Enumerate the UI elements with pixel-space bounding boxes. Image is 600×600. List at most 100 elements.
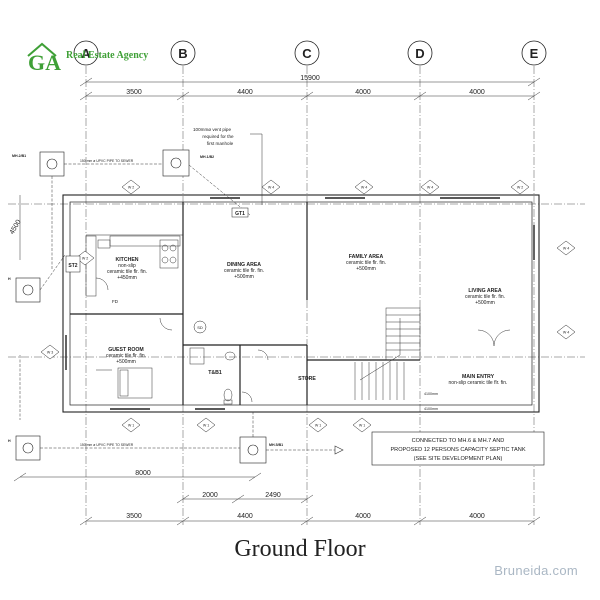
grid-bubble-a [73, 40, 99, 66]
window-tag: W 2 [128, 185, 134, 189]
top-dimension-lines [79, 77, 541, 101]
bottom-span-3: 4000 [355, 513, 371, 520]
kitchen-counters [85, 235, 181, 297]
family-finish: ceramic tile flr. fin. [346, 260, 386, 266]
family-level: +500mm [356, 266, 376, 272]
living-finish: ceramic tile flr. fin. [465, 294, 505, 300]
kitchen-name: KITCHEN [115, 257, 138, 263]
windows [65, 197, 535, 410]
left-overall-dim: 8000 [135, 470, 151, 477]
grid-label-a: A [81, 46, 91, 61]
dining-name: DINING AREA [227, 262, 261, 268]
kitchen-finish-2: ceramic tile flr. fin. [107, 269, 147, 275]
guest-name: GUEST ROOM [108, 347, 143, 353]
grid-bubble-b [170, 40, 196, 66]
grid-bubble-c [294, 40, 320, 66]
manhole-h-left [15, 277, 41, 303]
mh5-label: MH.5/B1 [269, 443, 283, 447]
window-tag: W 4 [563, 330, 569, 334]
interior-walls [70, 202, 420, 405]
guest-finish: ceramic tile flr. fin. [106, 353, 146, 359]
window-tag: W 4 [268, 185, 274, 189]
page-title: Ground Floor [234, 536, 366, 562]
septic-line-1: CONNECTED TO MH.6 & MH.7 AND [412, 438, 505, 444]
window-tag: W 2 [82, 256, 88, 260]
sd-label: SD [197, 325, 203, 330]
window-tag: W 2 [517, 185, 523, 189]
inner-span-2: 2490 [265, 492, 281, 499]
agency-logo: GA Real Estate Agency [27, 42, 148, 75]
logo-initials: GA [28, 50, 61, 75]
main-entry-finish: non-slip ceramic tile flr. fin. [449, 380, 508, 386]
vent-note: 100mmø vent pipe required for the first … [193, 127, 263, 205]
entry-offset-dim: 4100mm [424, 392, 438, 396]
top-span-3: 4000 [355, 89, 371, 96]
bottom-span-1: 3500 [126, 513, 142, 520]
window-tag: W 4 [427, 185, 433, 189]
living-name: LIVING AREA [468, 288, 501, 294]
grid-bubble-d [407, 40, 433, 66]
store-name: STORE [298, 376, 316, 382]
dining-level: +500mm [234, 274, 254, 280]
manhole-mh1 [162, 149, 190, 177]
window-tag: W 3 [47, 350, 53, 354]
vent-note-line-3: first manhole [207, 141, 234, 146]
bottom-span-2: 4400 [237, 513, 253, 520]
h-bottom-label: H [8, 439, 11, 443]
grid-bubble-e [521, 40, 547, 66]
mh2-label: MH.2/B1 [12, 154, 26, 158]
toilet-fixtures [189, 347, 236, 405]
manhole-mh5 [239, 436, 267, 464]
fd-label: FD [112, 299, 119, 304]
window-tag: W 1 [359, 423, 365, 427]
window-tag: W 4 [361, 185, 367, 189]
left-vertical-dim: 4500 [9, 219, 23, 236]
h-left-label: H [8, 277, 11, 281]
grid-label-b: B [178, 46, 187, 61]
mh1-label: MH.1/B2 [200, 155, 214, 159]
main-entry-name: MAIN ENTRY [462, 374, 495, 380]
bottom-span-4: 4000 [469, 513, 485, 520]
guest-level: +500mm [116, 359, 136, 365]
watermark: Bruneida.com [494, 563, 578, 578]
grid-label-d: D [415, 46, 424, 61]
family-name: FAMILY AREA [349, 254, 384, 260]
guest-bed [96, 367, 153, 399]
septic-note: CONNECTED TO MH.6 & MH.7 AND PROPOSED 12… [266, 431, 545, 466]
grid-label-c: C [302, 46, 312, 61]
top-span-4: 4000 [469, 89, 485, 96]
septic-line-2: PROPOSED 12 PERSONS CAPACITY SEPTIC TANK [390, 447, 525, 453]
manhole-h-bottom [15, 435, 41, 461]
toilet-name: T&B1 [208, 370, 222, 376]
gt-box [231, 207, 249, 218]
dining-finish: ceramic tile flr. fin. [224, 268, 264, 274]
house-roof-icon [27, 42, 57, 57]
grid-label-e: E [530, 46, 539, 61]
outer-walls [62, 194, 540, 413]
window-tag: W 1 [128, 423, 134, 427]
grid-bubbles: A B C D E [73, 40, 547, 66]
septic-line-3: (SEE SITE DEVELOPMENT PLAN) [414, 456, 503, 462]
sewer-pipes [19, 163, 254, 449]
sd-marker [193, 320, 207, 334]
window-tag: W 1 [315, 423, 321, 427]
st-label: ST2 [68, 263, 77, 269]
bottom-dimension-lines [13, 472, 541, 526]
gt-label: GT1 [235, 211, 245, 217]
door-swings [95, 277, 511, 403]
top-span-2: 4400 [237, 89, 253, 96]
logo-subtext: Real Estate Agency [66, 50, 148, 61]
window-tags: W 2 W 4 W 4 W 4 W 2 W 4 W 3 W 1 W 1 W 1 … [40, 179, 576, 433]
overall-dimension: 15900 [300, 75, 320, 82]
pipe-note-top: 150 mm ø UPVC PIPE TO SEWER [80, 159, 134, 163]
kitchen-level: +450mm [117, 275, 137, 281]
manhole-mh2 [39, 151, 65, 177]
living-level: +500mm [475, 300, 495, 306]
entry-offset-dim-2: 4100mm [424, 407, 438, 411]
inner-span-1: 2000 [202, 492, 218, 499]
window-tag: W 1 [203, 423, 209, 427]
kitchen-finish: non-slip [118, 263, 136, 269]
st-box [65, 255, 81, 273]
staircase [354, 307, 421, 400]
